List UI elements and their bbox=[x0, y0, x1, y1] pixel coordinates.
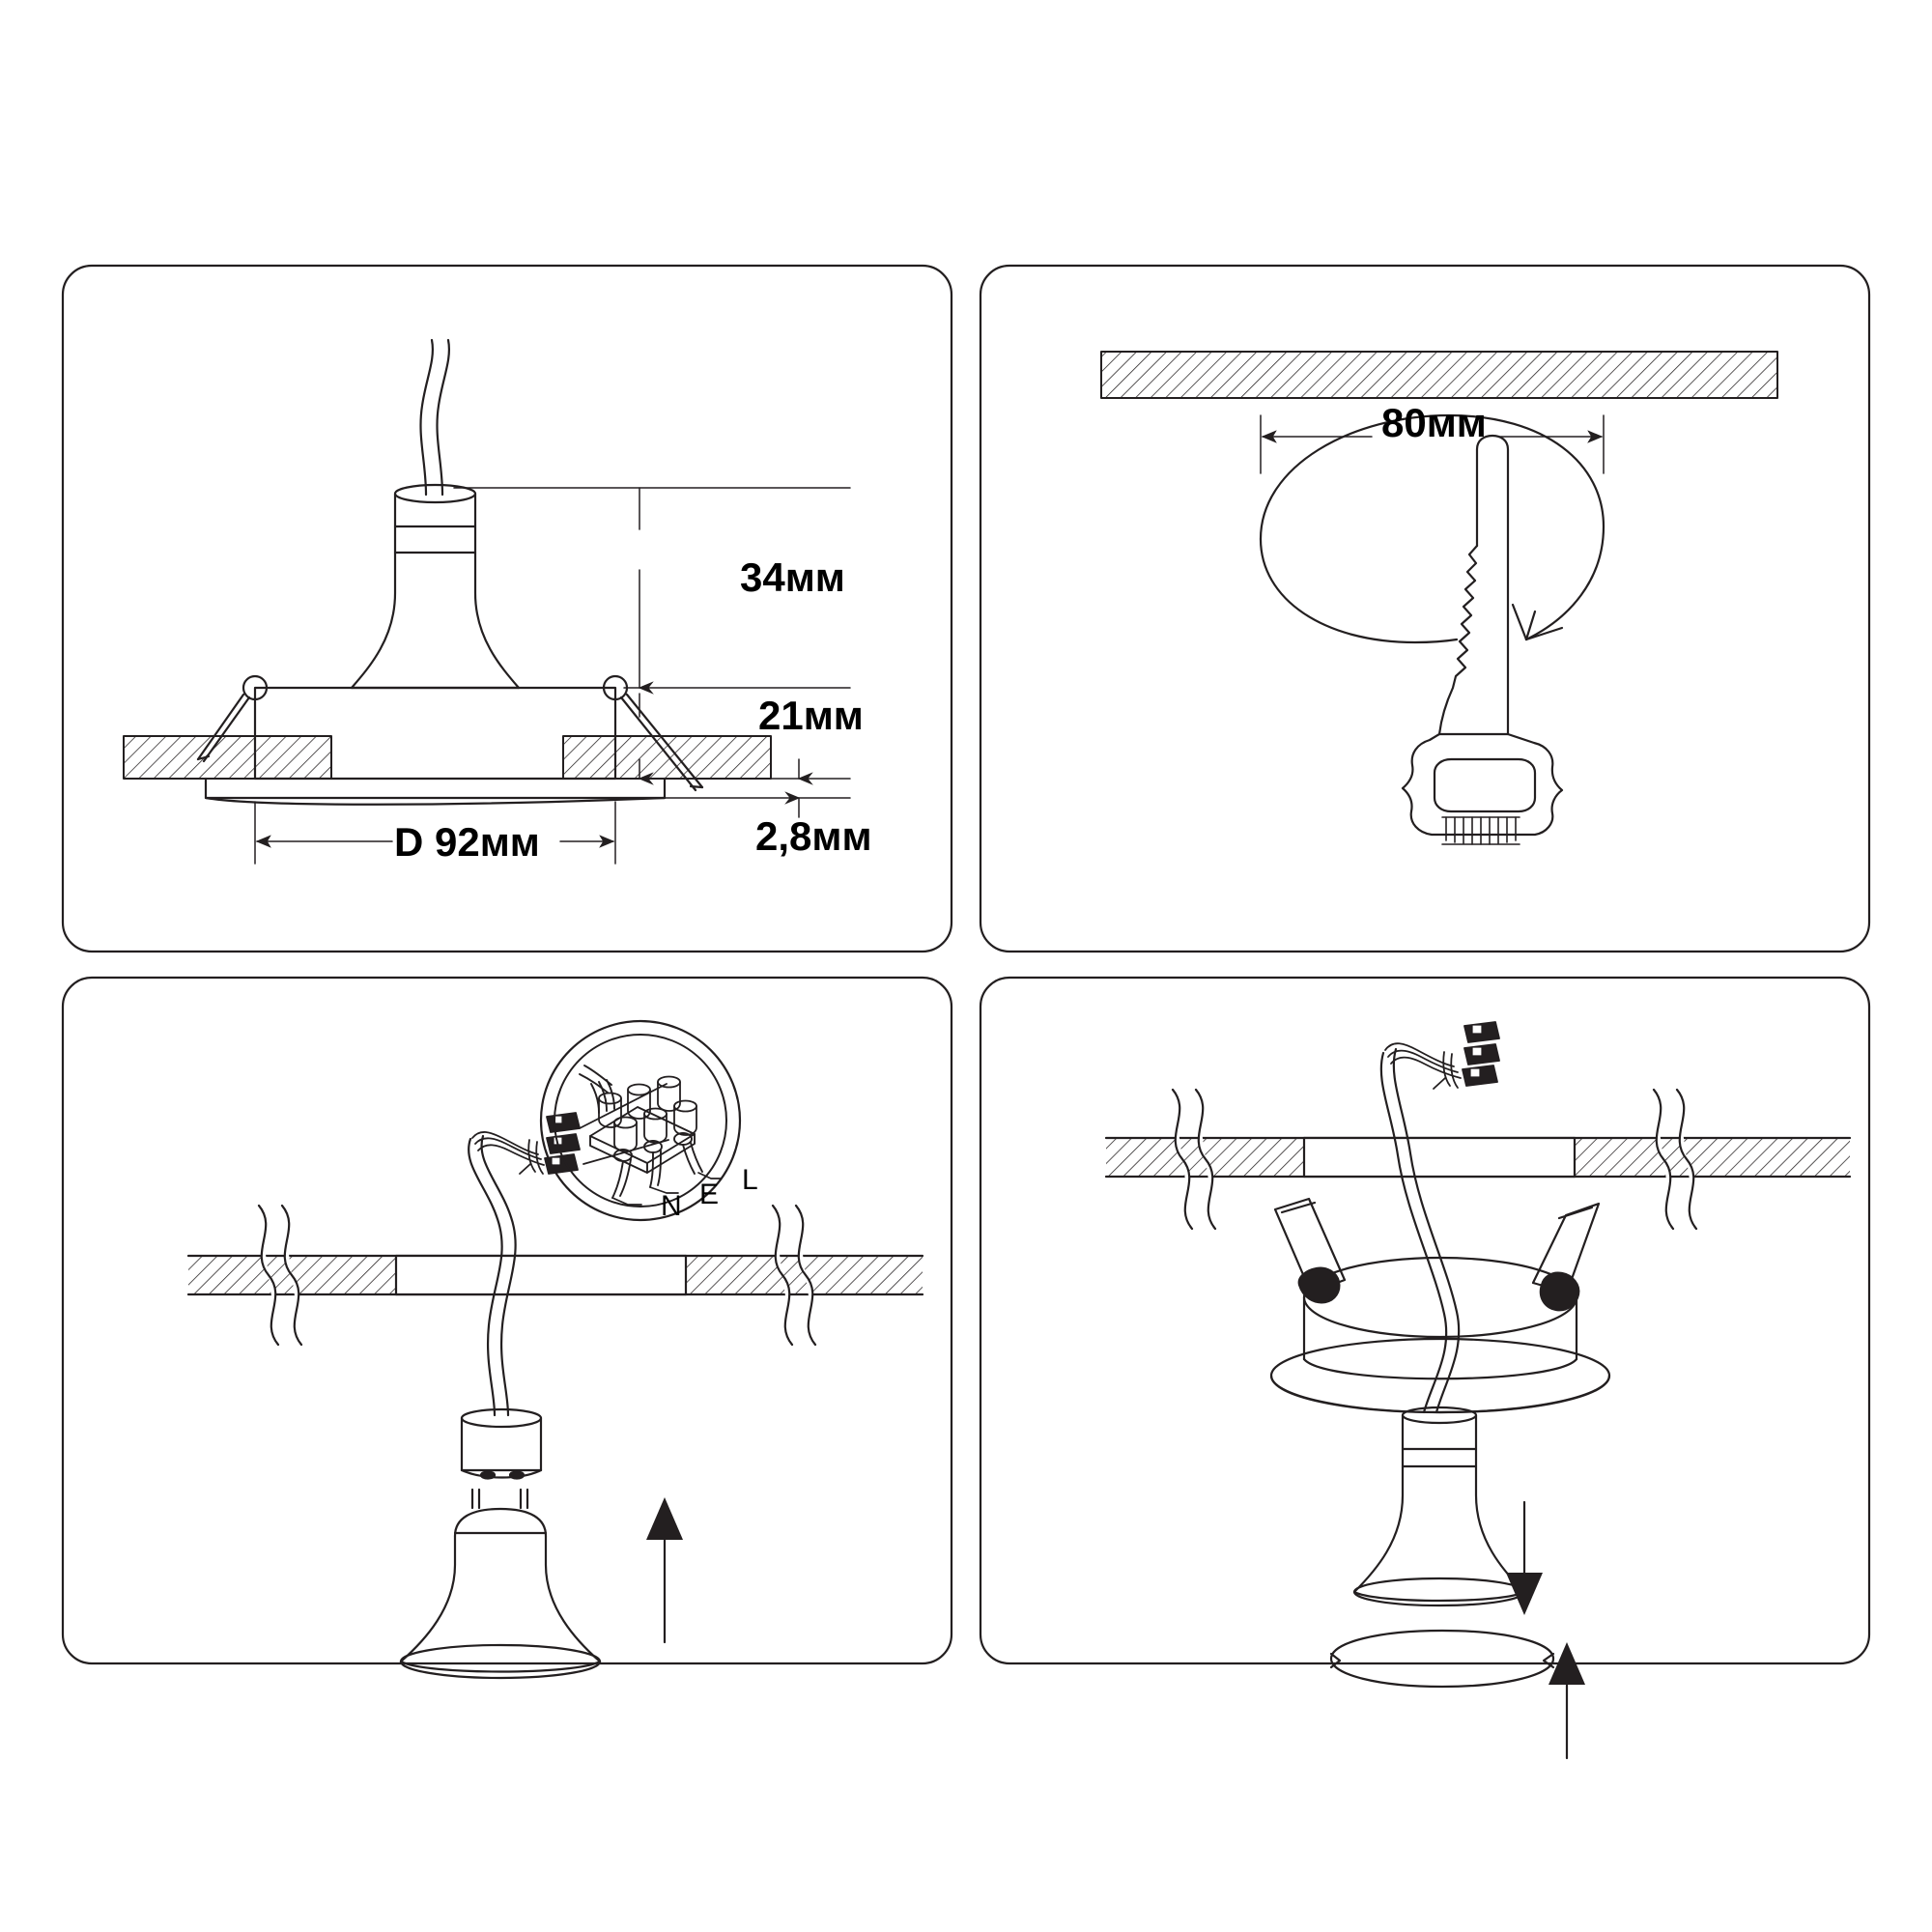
lamp-holder bbox=[1401, 1406, 1478, 1468]
panel-1-content bbox=[123, 338, 851, 865]
lamp-holder bbox=[393, 483, 477, 554]
mains-cable bbox=[1379, 1047, 1461, 1414]
cable-bundle bbox=[471, 1131, 545, 1175]
cable-bundle bbox=[1384, 1042, 1462, 1090]
housing-body bbox=[253, 686, 617, 781]
hand-saw bbox=[1401, 434, 1564, 845]
retaining-springs-folded bbox=[1273, 1197, 1601, 1312]
insert-arrow-up bbox=[646, 1497, 683, 1644]
dimension-label-21mm: 21мм bbox=[758, 693, 864, 738]
trim-ring bbox=[204, 777, 667, 806]
break-lines-left bbox=[1171, 1088, 1217, 1231]
panel-frame-cutout bbox=[979, 264, 1871, 953]
panel-2-content bbox=[1100, 351, 1778, 845]
cutout-ellipse bbox=[1259, 413, 1605, 644]
lamp-holder bbox=[460, 1407, 543, 1480]
ceiling-section-hatched bbox=[1104, 1136, 1852, 1179]
dimension-2-8mm bbox=[664, 758, 851, 818]
panel-4-content bbox=[1104, 1021, 1852, 1760]
panel-frame-wiring bbox=[61, 976, 953, 1665]
dimension-34mm bbox=[453, 487, 851, 695]
break-lines-right bbox=[771, 1204, 817, 1347]
trim-ring bbox=[1269, 1337, 1611, 1414]
dimension-label-2-8mm: 2,8мм bbox=[755, 813, 872, 859]
terminal-label-l: L bbox=[742, 1164, 758, 1196]
break-lines-left bbox=[257, 1204, 303, 1347]
mains-cable bbox=[419, 338, 450, 497]
panel-frame-dimensions bbox=[61, 264, 953, 953]
terminal-label-e: E bbox=[699, 1179, 719, 1210]
ceiling-slab-hatched bbox=[1100, 351, 1778, 399]
arrow-down bbox=[1506, 1500, 1543, 1615]
gu10-lamp bbox=[350, 551, 521, 690]
dimension-label-34mm: 34мм bbox=[740, 554, 845, 600]
panel-frame-assembly bbox=[979, 976, 1871, 1665]
arrow-up bbox=[1548, 1642, 1585, 1760]
terminal-block-detail-callout bbox=[539, 1019, 742, 1222]
gu10-lamp bbox=[1352, 1464, 1526, 1607]
dimension-label-d92mm: D 92мм bbox=[394, 819, 540, 865]
diffuser-ring bbox=[1329, 1629, 1555, 1689]
dimension-d92mm bbox=[254, 801, 616, 865]
terminal-label-n: N bbox=[661, 1190, 682, 1222]
panel-3-content bbox=[186, 1019, 924, 1680]
rotation-arrow bbox=[1511, 603, 1564, 641]
dimension-label-80mm: 80мм bbox=[1381, 400, 1487, 445]
terminal-block bbox=[1462, 1021, 1500, 1087]
gu10-lamp bbox=[399, 1488, 602, 1680]
dimension-80mm bbox=[1260, 414, 1605, 474]
mains-cable bbox=[468, 1134, 517, 1417]
break-lines-right bbox=[1652, 1088, 1698, 1231]
ceiling-board-hatched bbox=[123, 735, 772, 780]
